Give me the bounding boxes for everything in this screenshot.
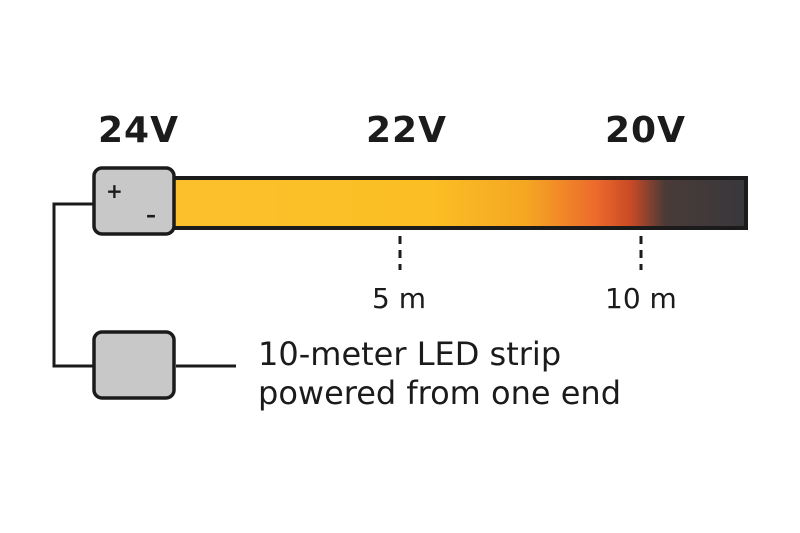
caption-line-2: powered from one end xyxy=(258,374,622,412)
power-wire xyxy=(52,202,94,368)
voltage-end-label: 20V xyxy=(605,110,686,151)
caption-line-1: 10-meter LED strip xyxy=(258,335,562,373)
distance-5m-label: 5 m xyxy=(372,282,426,315)
voltage-start-label: 24V xyxy=(98,110,179,151)
distance-10m-label: 10 m xyxy=(605,282,677,315)
plus-terminal-label: + xyxy=(106,179,123,203)
minus-terminal-label: – xyxy=(146,203,156,227)
voltage-middle-label: 22V xyxy=(366,110,447,151)
power-supply xyxy=(92,330,176,400)
led-strip xyxy=(168,176,748,230)
strip-connector xyxy=(92,166,176,236)
